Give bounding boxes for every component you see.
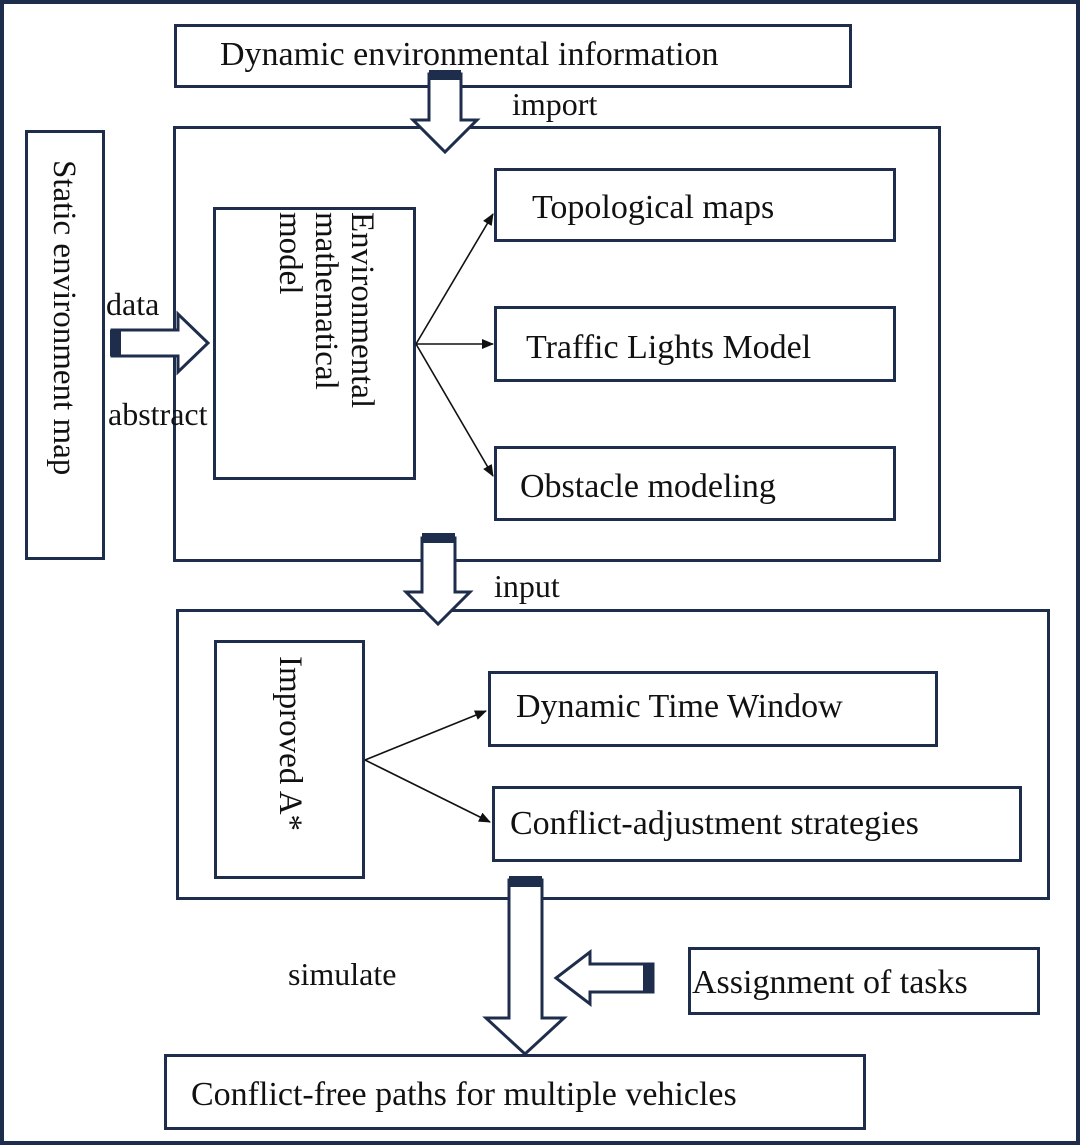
conflict-adjustment-box [492, 786, 1022, 862]
improved-a-box [214, 640, 365, 879]
tasks-arrow [553, 948, 655, 1008]
dynamic-info-text: Dynamic environmental information [220, 36, 719, 73]
assignment-tasks-text: Assignment of tasks [692, 964, 968, 1001]
env-model-text: Environmental mathematical model [272, 212, 380, 409]
result-text: Conflict-free paths for multiple vehicle… [191, 1076, 737, 1113]
topological-maps-box [494, 168, 896, 242]
static-map-box [25, 130, 105, 560]
dynamic-time-window-text: Dynamic Time Window [516, 688, 843, 725]
input-arrow [402, 533, 474, 627]
label-simulate: simulate [288, 956, 397, 992]
static-map-text: Static environment map [46, 160, 82, 476]
import-arrow [409, 70, 481, 155]
label-data: data [106, 286, 160, 322]
assignment-tasks-box [688, 947, 1040, 1015]
label-input: input [494, 568, 560, 604]
conflict-adjustment-text: Conflict-adjustment strategies [510, 805, 919, 842]
improved-a-text: Improved A* [272, 656, 308, 832]
label-abstract: abstract [108, 396, 208, 432]
env-model-box [213, 207, 416, 480]
data-arrow [110, 310, 211, 376]
obstacle-box [494, 446, 896, 521]
traffic-lights-box [494, 306, 896, 382]
obstacle-text: Obstacle modeling [520, 468, 776, 505]
dynamic-info-box [174, 24, 852, 88]
env-fan-arrows [415, 213, 494, 477]
result-box [164, 1054, 866, 1130]
topological-maps-text: Topological maps [532, 189, 775, 226]
simulate-arrow [482, 876, 568, 1057]
label-import: import [512, 86, 598, 122]
algo-fan-arrows [364, 710, 491, 823]
traffic-lights-text: Traffic Lights Model [526, 329, 812, 366]
dynamic-time-window-box [488, 671, 938, 747]
